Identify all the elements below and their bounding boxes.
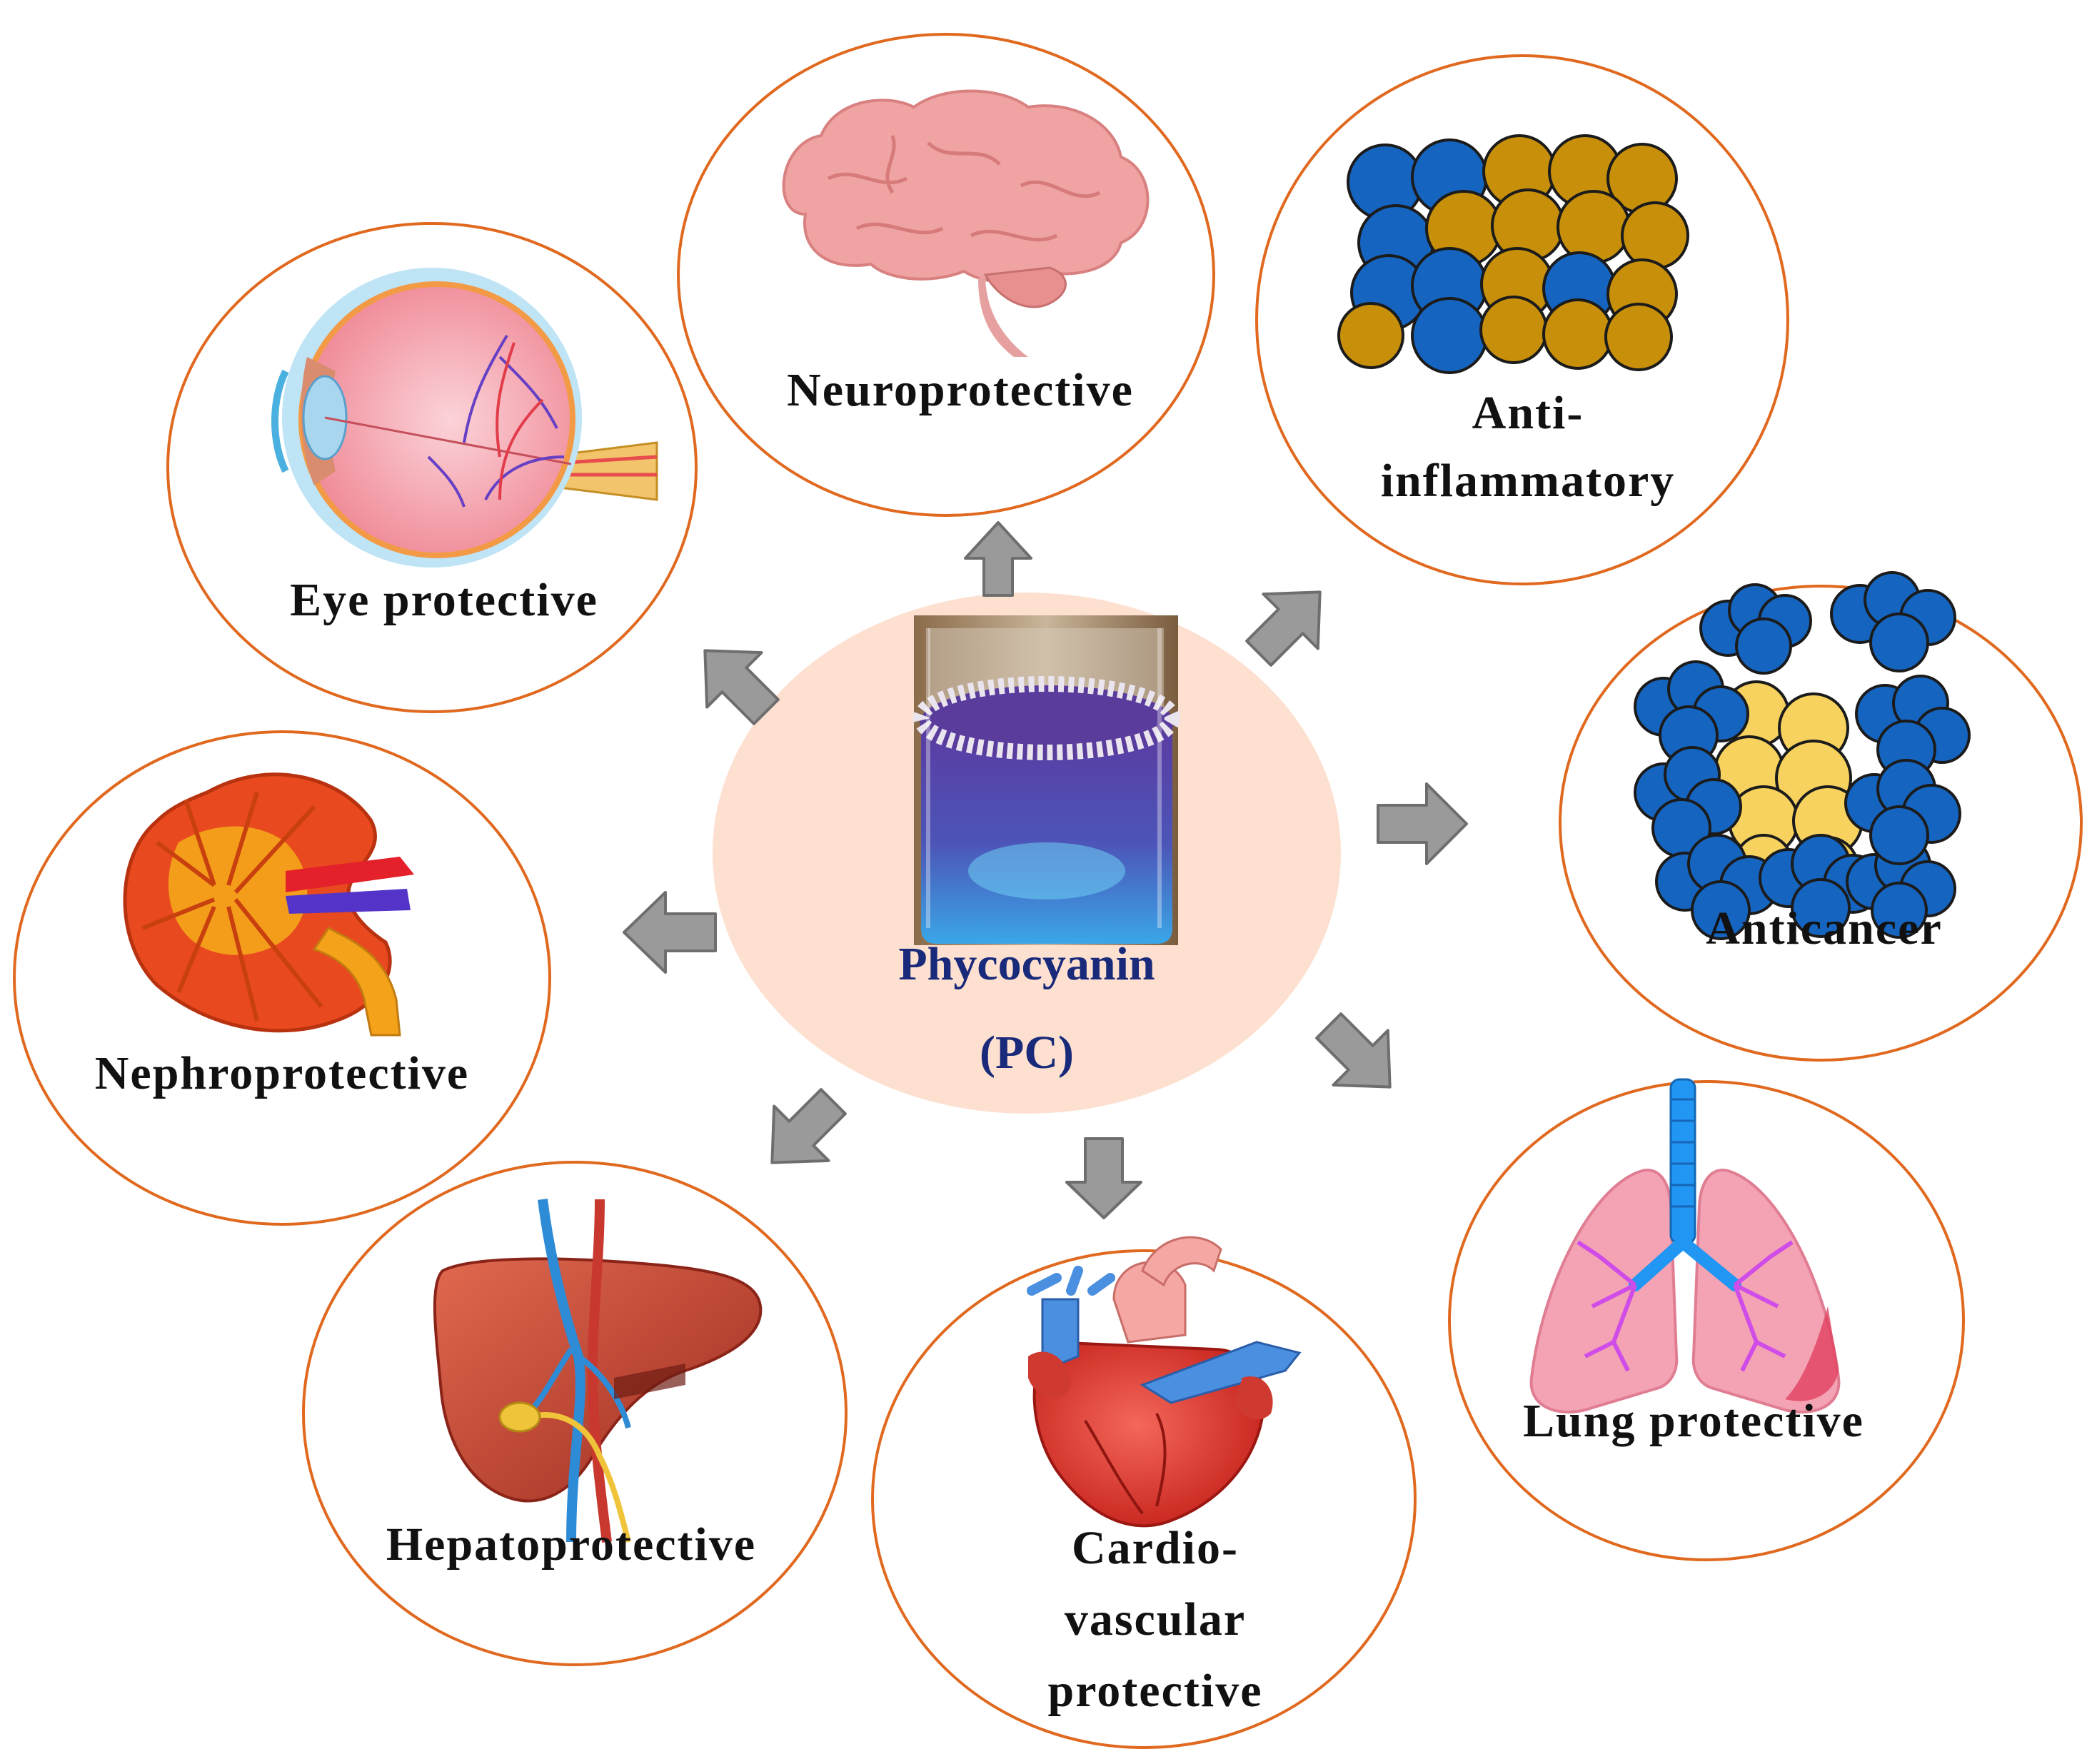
- arrow-to-lung: [1315, 1012, 1392, 1089]
- lungs-icon: [1529, 1078, 1841, 1413]
- center-abbrev: (PC): [980, 1027, 1074, 1079]
- arrow-to-hepato: [770, 1088, 847, 1164]
- effect-label-line-3: protective: [1048, 1665, 1263, 1717]
- effect-nephroprotective: Nephroprotective: [13, 730, 551, 1226]
- effect-label-line-1: Cardio-: [1072, 1522, 1239, 1574]
- arrow-to-cardio: [1065, 1137, 1142, 1219]
- tumor-cells-icon: [1634, 571, 1971, 940]
- effect-hepatoprotective: Hepatoprotective: [302, 1161, 848, 1666]
- arrow-to-antiinflammatory: [1245, 590, 1322, 667]
- kidney-icon: [123, 772, 414, 1037]
- arrow-to-eye: [703, 649, 780, 725]
- effect-neuroprotective: Neuroprotective: [677, 33, 1215, 517]
- arrows: [623, 521, 1468, 1219]
- arrow-to-neuro: [964, 521, 1032, 597]
- arrow-to-nephro: [623, 891, 717, 974]
- effect-label-line-2: vascular: [1065, 1593, 1246, 1645]
- effect-label: Lung protective: [1523, 1395, 1864, 1447]
- eye-icon: [271, 268, 658, 568]
- effect-label: Neuroprotective: [787, 364, 1134, 416]
- cells-cluster-icon: [1337, 134, 1689, 374]
- effect-label-line-2: inflammatory: [1381, 455, 1676, 507]
- effect-label: Hepatoprotective: [386, 1518, 756, 1571]
- brain-icon: [782, 89, 1150, 357]
- effect-cardiovascular-protective: Cardio- vascular protective: [871, 1236, 1417, 1749]
- liver-icon: [433, 1199, 763, 1543]
- effect-lung-protective: Lung protective: [1448, 1078, 1965, 1561]
- effect-anticancer: Anticancer: [1559, 571, 2083, 1062]
- effect-eye-protective: Eye protective: [166, 222, 698, 713]
- center-title: Phycocyanin: [898, 938, 1155, 990]
- arrow-to-anticancer: [1377, 782, 1468, 865]
- effect-label: Nephroprotective: [95, 1047, 469, 1099]
- heart-icon: [1027, 1236, 1302, 1528]
- effect-label-line-1: Anti-: [1472, 387, 1584, 439]
- effect-anti-inflammatory: Anti- inflammatory: [1255, 54, 1789, 585]
- effect-label: Eye protective: [290, 574, 598, 626]
- flask-photo-icon: [913, 615, 1180, 945]
- effect-label: Anticancer: [1706, 902, 1943, 954]
- center-node: Phycocyanin (PC): [713, 593, 1341, 1114]
